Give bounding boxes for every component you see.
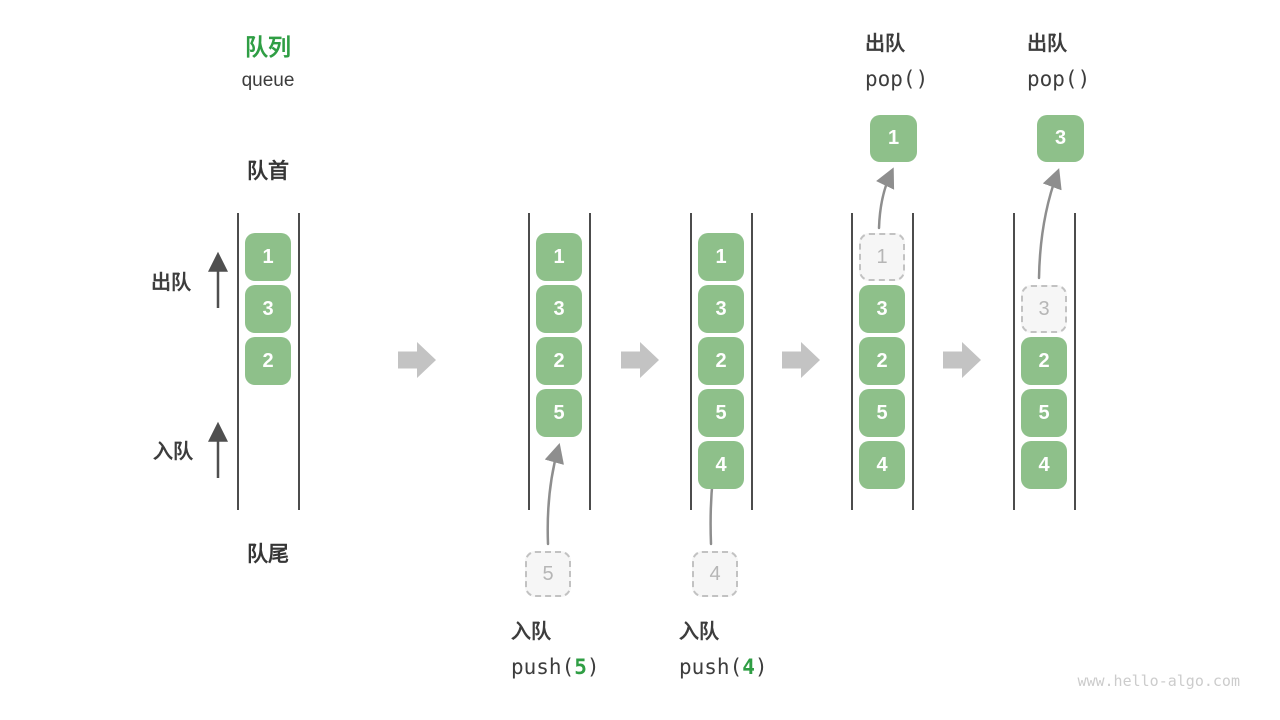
queue-state-3: 1 3 2 5 4 4: [690, 213, 753, 597]
push5-caption-name: 入队: [511, 621, 551, 643]
pop1-caption: 出队 pop(): [865, 32, 928, 91]
queue-item: 1: [536, 233, 582, 281]
queue-item: 3: [245, 285, 291, 333]
queue-item: 2: [859, 337, 905, 385]
dequeue-side-label: 出队: [151, 272, 191, 294]
staged-item: 4: [692, 551, 738, 597]
queue-rail: [1074, 213, 1076, 510]
queue-rear-label: 队尾: [247, 543, 289, 566]
queue-item: 4: [859, 441, 905, 489]
queue-state-1: 1 3 2: [237, 213, 300, 510]
queue-state-5: 3 2 5 4 3: [1013, 115, 1084, 510]
pop1-caption-name: 出队: [865, 33, 905, 55]
queue-rail: [528, 213, 530, 510]
removed-item-ghost: 3: [1021, 285, 1067, 333]
popped-item: 3: [1037, 115, 1084, 162]
queue-item: 4: [1021, 441, 1067, 489]
queue-item: 3: [859, 285, 905, 333]
queue-rail: [589, 213, 591, 510]
watermark: www.hello-algo.com: [1077, 672, 1240, 690]
pop2-caption-code: pop(): [1027, 67, 1091, 91]
staged-item: 5: [525, 551, 571, 597]
queue-item: 2: [1021, 337, 1067, 385]
queue-rail: [751, 213, 753, 510]
queue-rail: [851, 213, 853, 510]
step-arrow-1-icon: [398, 342, 436, 378]
queue-item: 5: [1021, 389, 1067, 437]
diagram-title-en: queue: [241, 70, 295, 91]
queue-state-2: 1 3 2 5 5: [525, 213, 591, 597]
queue-rail: [237, 213, 239, 510]
push4-caption-name: 入队: [679, 621, 719, 643]
push4-arg: 4: [742, 655, 755, 679]
queue-item: 4: [698, 441, 744, 489]
queue-item: 2: [245, 337, 291, 385]
enqueue-side-label: 入队: [153, 441, 193, 463]
step-arrow-4-icon: [943, 342, 981, 378]
removed-item-ghost: 1: [859, 233, 905, 281]
queue-item: 2: [536, 337, 582, 385]
step-arrow-3-icon: [782, 342, 820, 378]
queue-state-4: 1 3 2 5 4 1: [851, 115, 917, 510]
queue-item: 5: [698, 389, 744, 437]
push4-caption: 入队 push(4): [679, 620, 768, 679]
push5-arg: 5: [574, 655, 587, 679]
push5-caption-code: push(5): [511, 655, 600, 679]
queue-rail: [298, 213, 300, 510]
queue-item: 5: [859, 389, 905, 437]
queue-item: 3: [698, 285, 744, 333]
step-arrow-2-icon: [621, 342, 659, 378]
queue-item: 5: [536, 389, 582, 437]
pop2-caption-name: 出队: [1027, 33, 1067, 55]
queue-item: 2: [698, 337, 744, 385]
push5-caption: 入队 push(5): [511, 620, 600, 679]
queue-rail: [912, 213, 914, 510]
push4-caption-code: push(4): [679, 655, 768, 679]
queue-item: 1: [245, 233, 291, 281]
pop2-caption: 出队 pop(): [1027, 32, 1090, 91]
popped-item: 1: [870, 115, 917, 162]
queue-item: 1: [698, 233, 744, 281]
diagram-title-zh: 队列: [245, 34, 291, 60]
queue-front-label: 队首: [247, 160, 289, 183]
queue-rail: [690, 213, 692, 510]
queue-rail: [1013, 213, 1015, 510]
pop1-caption-code: pop(): [865, 67, 929, 91]
queue-item: 3: [536, 285, 582, 333]
